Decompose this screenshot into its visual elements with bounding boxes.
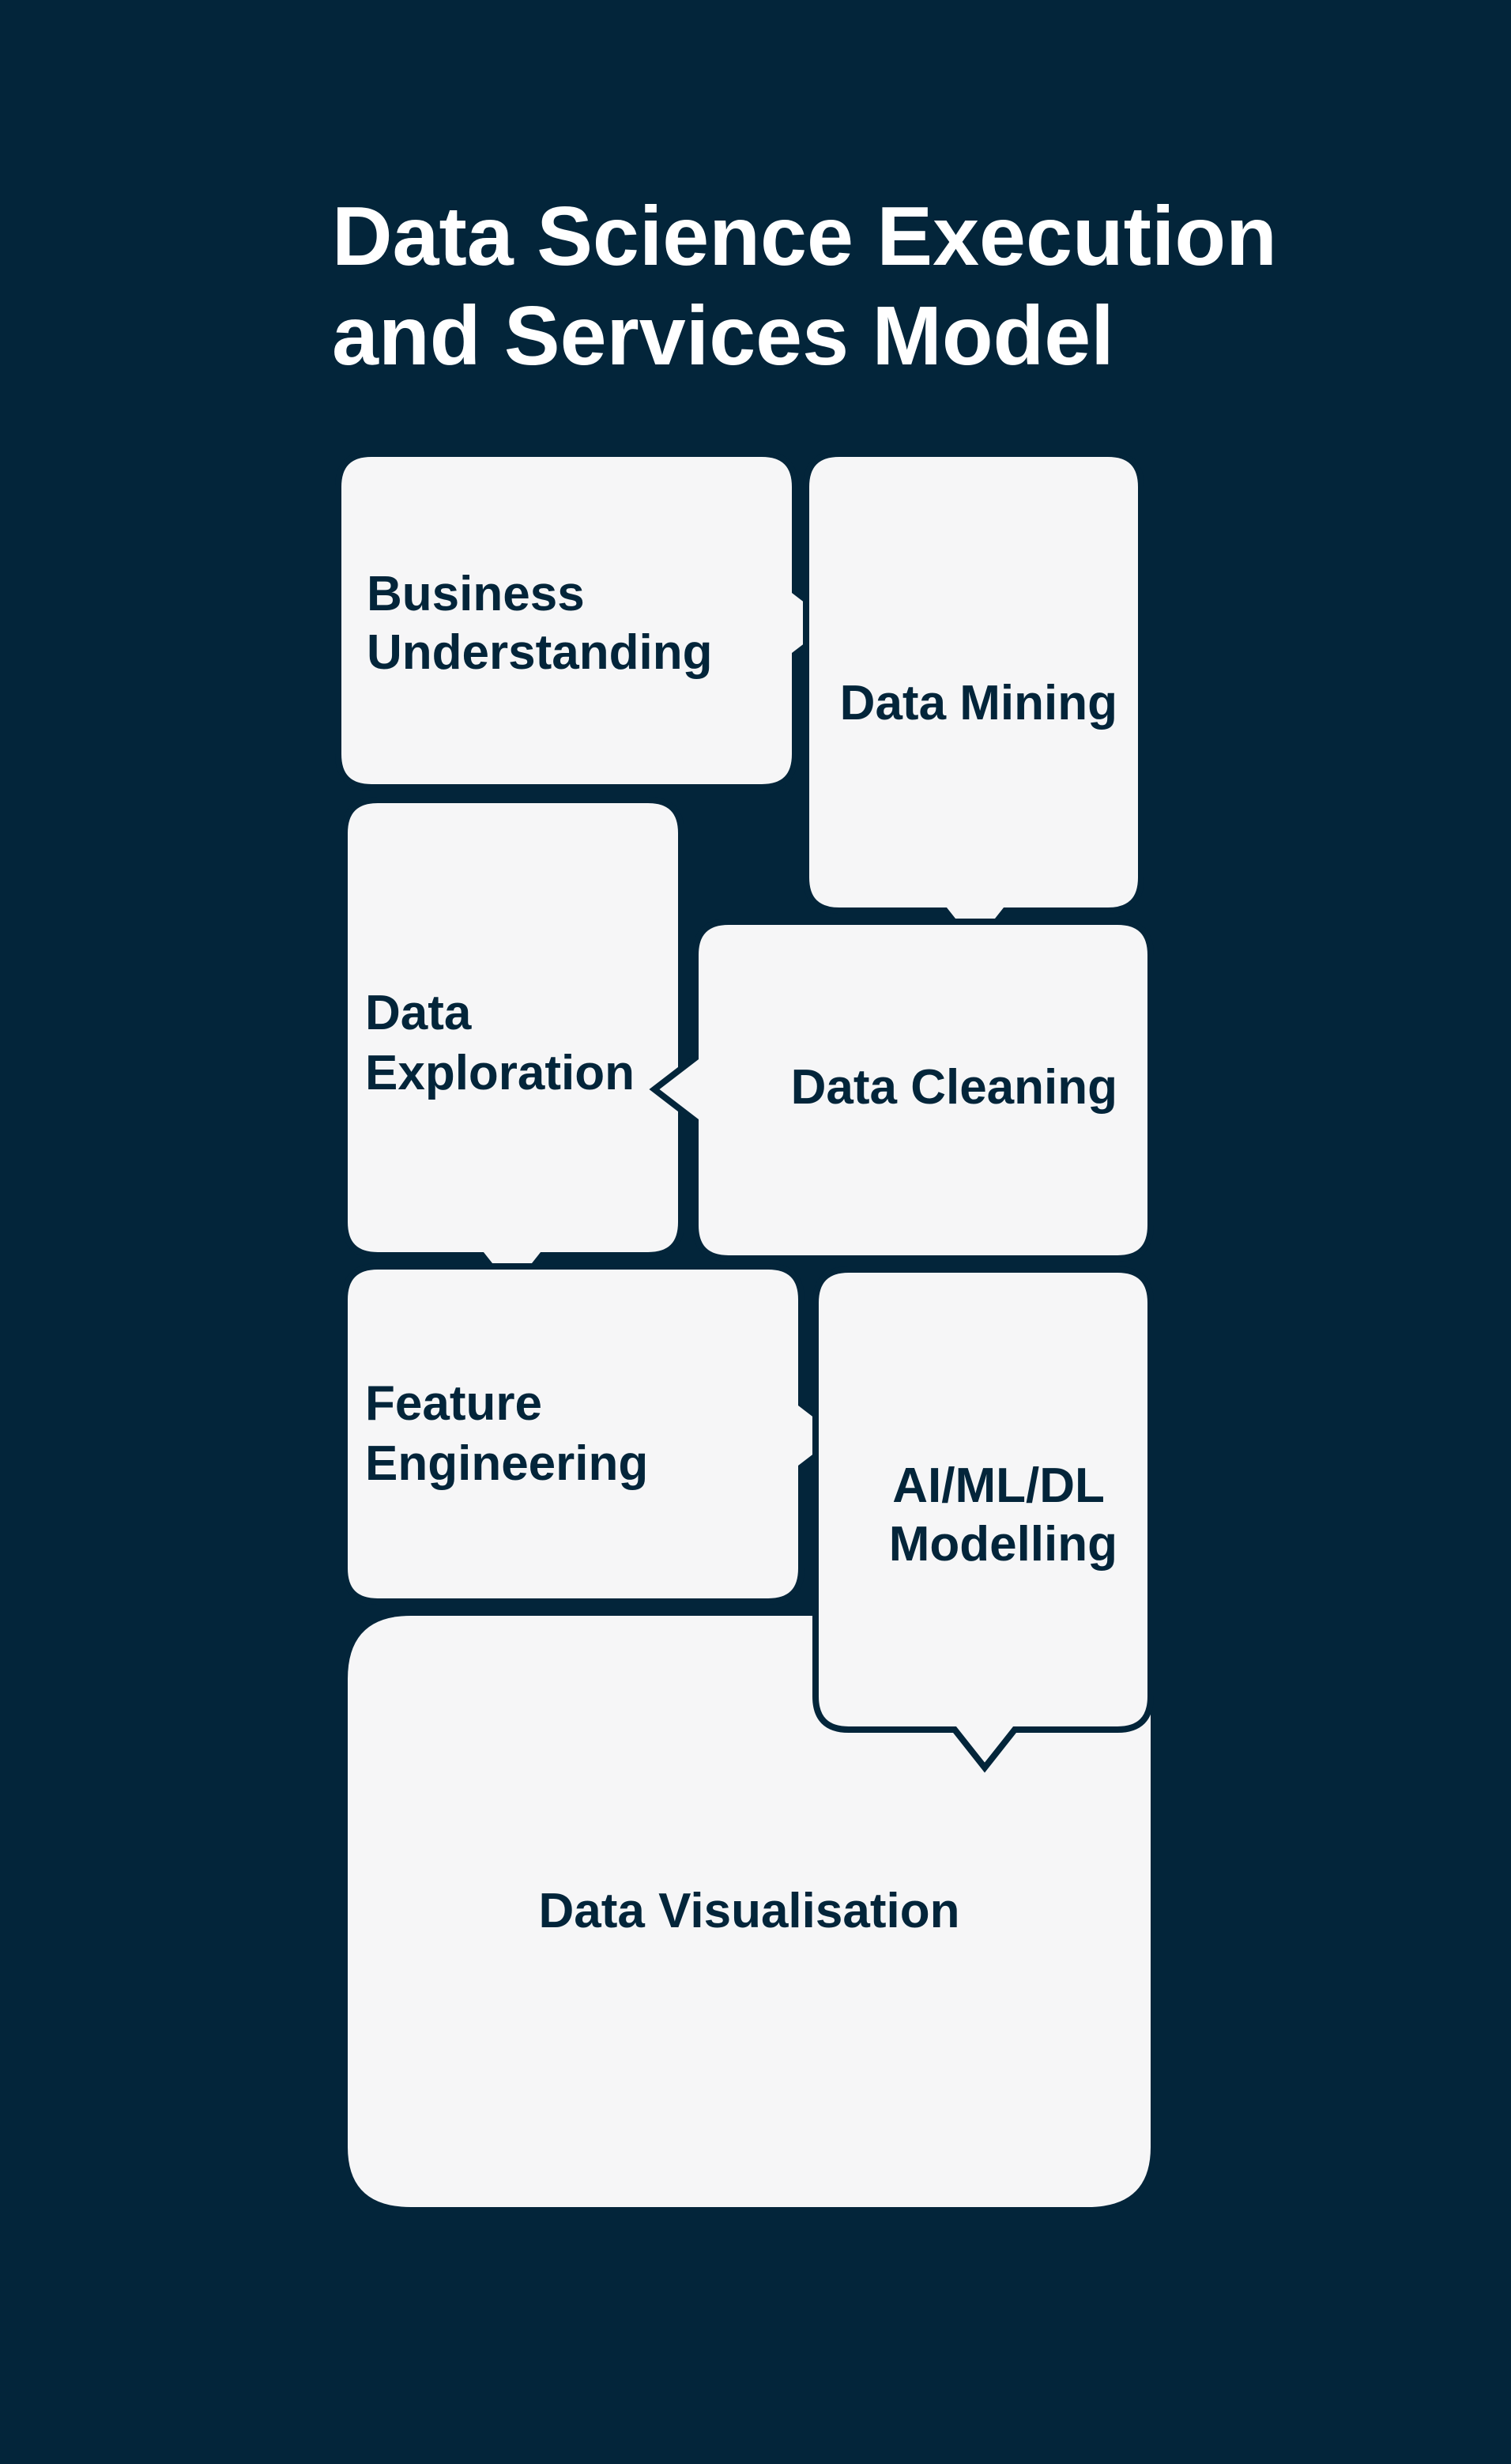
- label-business-understanding: Business Understanding: [367, 567, 712, 680]
- step-data-exploration: Data Exploration: [341, 797, 684, 1299]
- step-feature-engineering: Feature Engineering: [341, 1263, 848, 1605]
- step-data-cleaning: Data Cleaning: [649, 919, 1154, 1262]
- step-data-mining: Data Mining: [803, 451, 1144, 954]
- label-data-visualisation: Data Visualisation: [539, 1884, 960, 1938]
- step-ai-ml-dl-modelling: AI/ML/DL Modelling: [812, 1266, 1154, 1773]
- label-data-mining: Data Mining: [840, 676, 1117, 730]
- step-business-understanding: Business Understanding: [335, 451, 842, 791]
- page-title: Data Science Execution and Services Mode…: [332, 187, 1359, 386]
- card-data-cleaning: [649, 919, 1154, 1262]
- label-data-exploration: Data Exploration: [365, 986, 635, 1100]
- card-feature-engineering: [341, 1263, 848, 1605]
- card-business-understanding: [335, 451, 842, 791]
- card-data-visualisation: [348, 1616, 1151, 2207]
- card-ai-ml-dl-modelling: [812, 1266, 1154, 1773]
- label-data-cleaning: Data Cleaning: [791, 1060, 1117, 1115]
- page-title-line-2: and Services Model: [332, 289, 1114, 383]
- label-feature-engineering: Feature Engineering: [365, 1376, 648, 1491]
- page-title-line-1: Data Science Execution: [332, 190, 1277, 283]
- step-data-visualisation: Data Visualisation: [348, 1616, 1151, 2207]
- label-ai-ml-dl-modelling: AI/ML/DL Modelling: [889, 1458, 1117, 1572]
